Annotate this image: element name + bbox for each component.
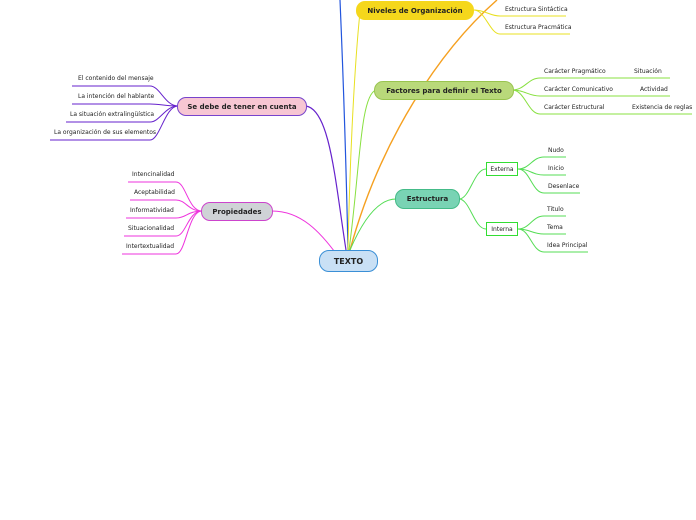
label-caracter-pragmatico[interactable]: Carácter Pragmático — [544, 68, 606, 75]
label-intencion-hablante[interactable]: La intención del hablante — [78, 93, 155, 100]
label-estructura-pracmatica[interactable]: Estructura Pracmática — [505, 24, 572, 31]
branch-se-debe — [305, 105, 347, 251]
label-tema[interactable]: Tema — [547, 224, 563, 231]
branch-niveles — [347, 11, 361, 251]
label-nudo[interactable]: Nudo — [548, 147, 564, 154]
branch-factores — [348, 89, 377, 251]
label-caracter-estructural[interactable]: Carácter Estructural — [544, 104, 605, 111]
label-situacion-extralinguistica[interactable]: La situación extralingüística — [70, 111, 155, 118]
central-node-texto[interactable]: TEXTO — [319, 250, 378, 272]
label-existencia-reglas[interactable]: Existencia de reglas — [632, 104, 693, 111]
label-actividad[interactable]: Actividad — [640, 86, 668, 93]
label-inicio[interactable]: Inicio — [548, 165, 564, 172]
node-interna[interactable]: Interna — [486, 222, 518, 236]
label-situacionalidad[interactable]: Situacionalidad — [128, 225, 175, 232]
label-caracter-comunicativo[interactable]: Carácter Comunicativo — [544, 86, 613, 93]
label-idea-principal[interactable]: Idea Principal — [547, 242, 588, 249]
branch-estructura — [349, 198, 397, 251]
label-situacion[interactable]: Situación — [634, 68, 662, 75]
label-desenlace[interactable]: Desenlace — [548, 183, 580, 190]
label-informatividad[interactable]: Informatividad — [130, 207, 174, 214]
node-se-debe-tener-en-cuenta[interactable]: Se debe de tener en cuenta — [177, 97, 307, 116]
node-propiedades[interactable]: Propiedades — [201, 202, 273, 221]
label-aceptabilidad[interactable]: Aceptabilidad — [134, 189, 175, 196]
node-niveles-organizacion[interactable]: Niveles de Organización — [356, 1, 474, 20]
label-titulo[interactable]: Titulo — [547, 206, 564, 213]
node-factores-definir-texto[interactable]: Factores para definir el Texto — [374, 81, 514, 100]
node-externa[interactable]: Externa — [486, 162, 518, 176]
node-estructura[interactable]: Estructura — [395, 189, 460, 209]
label-estructura-sintactica[interactable]: Estructura Sintáctica — [505, 6, 568, 13]
branch-blue — [339, 0, 349, 251]
label-organizacion-elementos[interactable]: La organización de sus elementos — [54, 129, 156, 136]
label-intertextualidad[interactable]: Intertextualidad — [126, 243, 175, 250]
label-intencinalidad[interactable]: Intencinalidad — [132, 171, 175, 178]
branch-orange — [349, 0, 498, 251]
label-contenido-mensaje[interactable]: El contenido del mensaje — [78, 75, 154, 82]
